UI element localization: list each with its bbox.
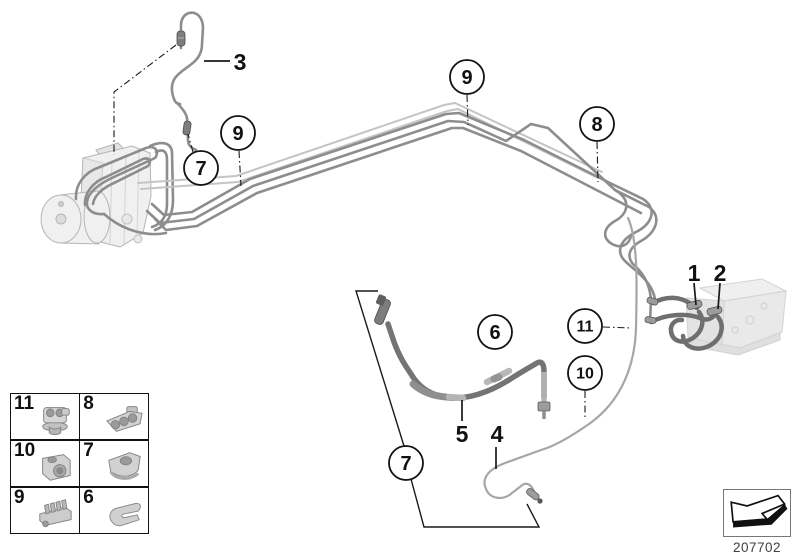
callout-number-5[interactable]: 5 <box>456 421 469 447</box>
svg-text:7: 7 <box>400 453 411 475</box>
legend-cell-9[interactable]: 9 <box>11 486 79 533</box>
abs-hydro-unit <box>40 142 152 248</box>
grommet-pipe-holder-icon <box>41 407 70 436</box>
callout-number-4[interactable]: 4 <box>491 421 504 447</box>
sheet-metal-clip-icon <box>108 452 141 480</box>
callout-number-3[interactable]: 3 <box>234 49 247 75</box>
legend-part-number: 10 <box>14 439 36 461</box>
svg-text:11: 11 <box>577 319 594 336</box>
multi-pipe-holder-icon <box>39 499 72 528</box>
callout-circle-6[interactable]: 6 <box>477 314 513 350</box>
diagram-number: 207702 <box>732 540 782 555</box>
svg-text:7: 7 <box>195 158 206 180</box>
u-spring-clip-icon <box>109 502 141 527</box>
svg-text:9: 9 <box>232 123 243 145</box>
legend-grid: 11 8 <box>10 393 149 534</box>
pipe-bracket-holder-icon <box>41 454 71 481</box>
callout-circle-7[interactable]: 7 <box>388 445 424 481</box>
legend-cell-7[interactable]: 7 <box>80 439 148 487</box>
svg-text:6: 6 <box>489 322 500 344</box>
svg-text:10: 10 <box>576 366 594 383</box>
callout-circle-9[interactable]: 9 <box>449 59 485 95</box>
pipe-descent-right <box>603 188 658 324</box>
svg-text:9: 9 <box>461 67 472 89</box>
direction-arrow-box <box>723 489 791 537</box>
direction-arrow-icon <box>730 494 788 528</box>
legend-part-number: 8 <box>83 393 94 414</box>
svg-text:8: 8 <box>591 114 602 136</box>
brake-pipe-7-end <box>175 101 198 152</box>
brake-hose-5 <box>374 294 551 419</box>
callout-number-1[interactable]: 1 <box>688 260 701 286</box>
callout-circle-9[interactable]: 9 <box>220 115 256 151</box>
triple-pipe-clamp-icon <box>106 406 143 433</box>
rear-brake-pipe <box>483 216 638 504</box>
leader-lines <box>113 44 721 528</box>
callout-circle-7[interactable]: 7 <box>183 150 219 186</box>
legend-part-number: 7 <box>83 439 94 461</box>
callout-circle-8[interactable]: 8 <box>579 106 615 142</box>
legend-cell-6[interactable]: 6 <box>80 486 148 533</box>
legend-part-number: 6 <box>83 486 94 508</box>
callout-circle-11[interactable]: 11 <box>567 308 603 344</box>
legend-cell-11[interactable]: 11 <box>11 393 79 440</box>
legend-cell-8[interactable]: 8 <box>80 393 148 440</box>
callout-circle-10[interactable]: 10 <box>567 355 603 391</box>
legend-part-number: 9 <box>14 486 25 508</box>
callout-number-2[interactable]: 2 <box>714 260 727 286</box>
brake-pipe-3 <box>170 11 205 106</box>
legend-part-number: 11 <box>14 393 35 414</box>
legend-cell-10[interactable]: 10 <box>11 439 79 487</box>
